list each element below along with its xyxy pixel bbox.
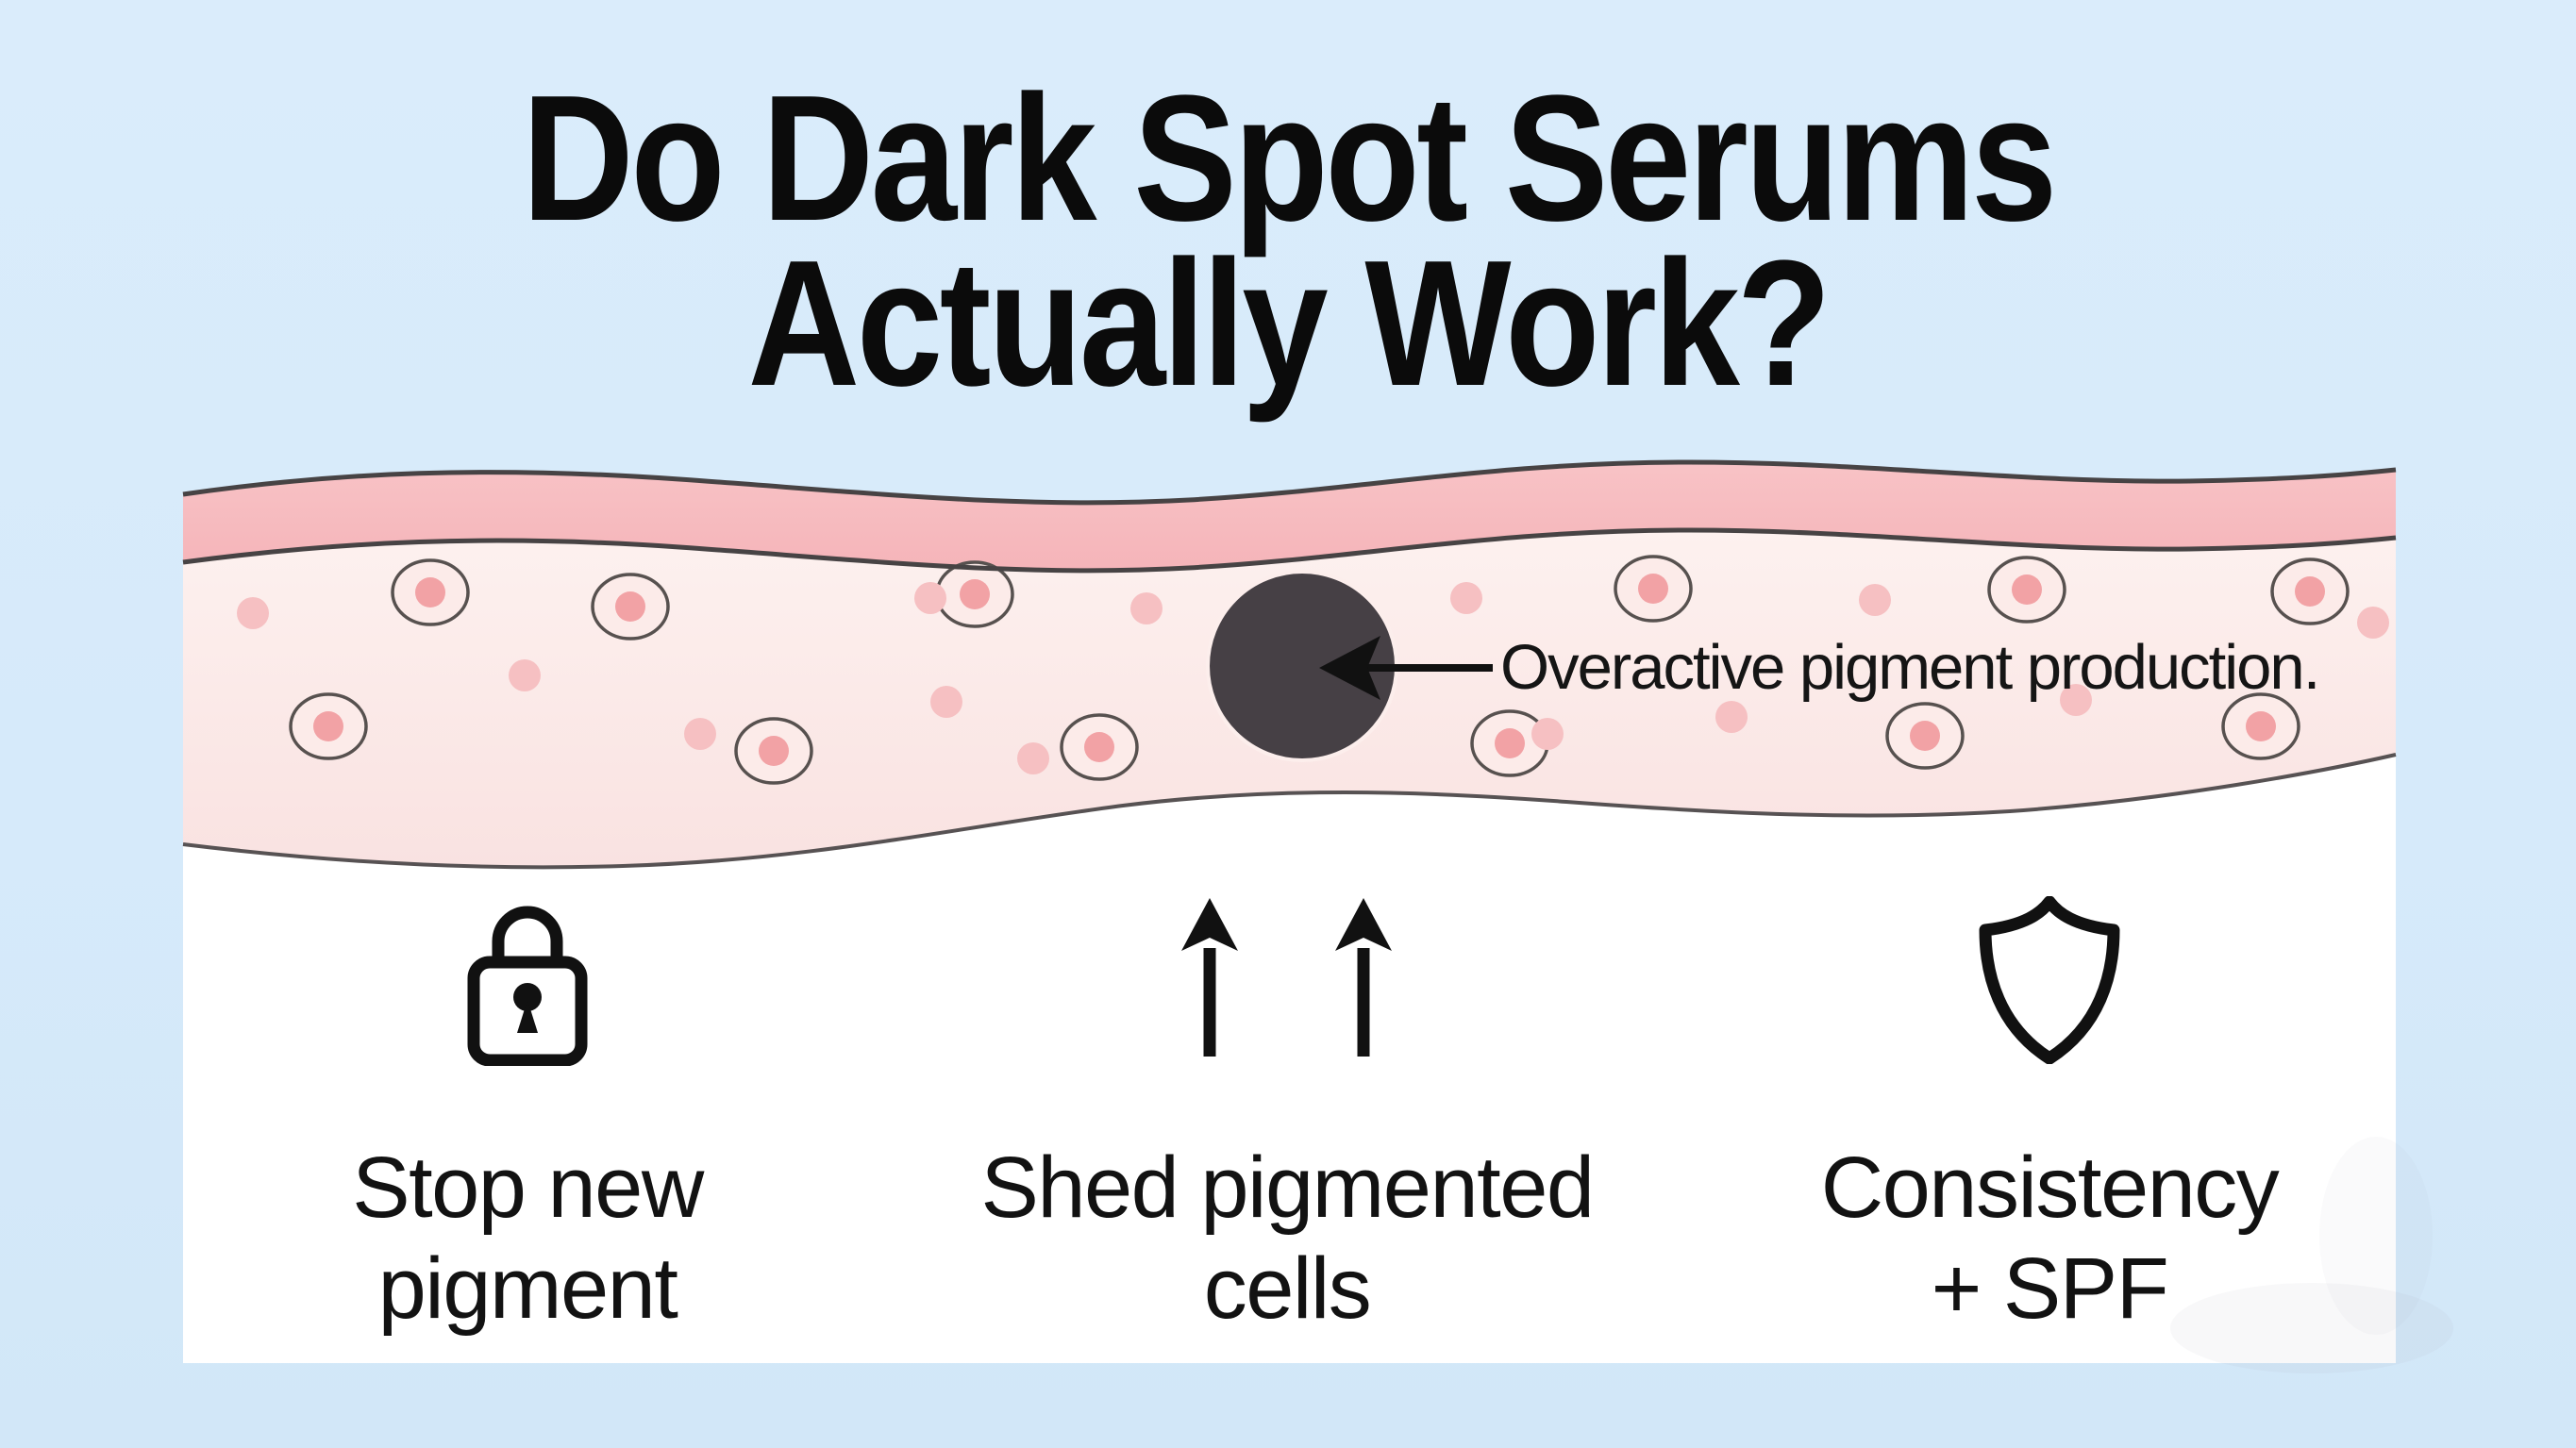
corner-smudge — [2170, 1283, 2453, 1373]
up-arrows-icon — [1181, 898, 1392, 1057]
cell-nucleus — [415, 577, 445, 607]
cell-nucleus — [1495, 728, 1525, 758]
pigment-dot — [914, 582, 946, 614]
item-label-line-1: Consistency — [1820, 1140, 2280, 1236]
pigment-cells — [237, 555, 2389, 785]
pigment-dot — [509, 659, 541, 691]
cell-nucleus — [2246, 711, 2276, 741]
cell-nucleus — [759, 736, 789, 766]
cell-nucleus — [313, 711, 343, 741]
epidermis-bottom-line — [182, 527, 2397, 574]
corner-smudge — [2319, 1137, 2433, 1335]
pigment-dot — [1531, 718, 1564, 750]
cell-nucleus — [2012, 574, 2042, 605]
cell-nucleus — [960, 579, 990, 609]
page-title: Do Dark Spot Serums Actually Work? — [174, 58, 2401, 424]
pigment-dot — [2357, 607, 2389, 639]
skin-surface-line — [182, 459, 2397, 506]
item-label-line-2: cells — [1203, 1240, 1372, 1337]
item-consistency-spf: Consistency + SPF — [1663, 896, 2436, 1340]
cell-nucleus — [1638, 574, 1668, 604]
pigment-dot — [1450, 582, 1482, 614]
pigment-dot — [684, 718, 716, 750]
item-shed-pigmented-cells: Shed pigmented cells — [900, 896, 1674, 1340]
lock-icon — [467, 906, 588, 1066]
pigment-dot — [1017, 742, 1049, 774]
item-label: Stop new pigment — [141, 1138, 914, 1340]
pigment-dot — [2060, 684, 2092, 716]
item-label-line-2: pigment — [377, 1240, 678, 1337]
pigment-dot — [1130, 592, 1163, 624]
item-label: Shed pigmented cells — [900, 1138, 1674, 1340]
skin-epidermis-band — [183, 462, 2396, 571]
shield-icon — [1979, 896, 2120, 1064]
page-title-line-2: Actually Work? — [747, 224, 1832, 424]
item-label-line-2: + SPF — [1931, 1240, 2169, 1337]
pigment-dot — [1859, 584, 1891, 616]
item-stop-new-pigment: Stop new pigment — [141, 896, 914, 1340]
pigment-dot — [930, 686, 962, 718]
page-title-line-1: Do Dark Spot Serums — [522, 58, 2057, 258]
pigment-dot — [1715, 701, 1748, 733]
annotation-label: Overactive pigment production. — [1500, 632, 2320, 703]
item-label-line-1: Shed pigmented — [980, 1140, 1595, 1236]
annotation-arrow-icon — [1319, 636, 1493, 700]
pigment-dot — [237, 597, 269, 629]
cell-nucleus — [1084, 732, 1114, 762]
item-label: Consistency + SPF — [1663, 1138, 2436, 1340]
dermis-bottom-line — [182, 753, 2397, 870]
cell-nucleus — [2295, 576, 2325, 607]
item-label-line-1: Stop new — [352, 1140, 704, 1236]
cell-nucleus — [615, 591, 645, 622]
cell-nucleus — [1910, 721, 1940, 751]
